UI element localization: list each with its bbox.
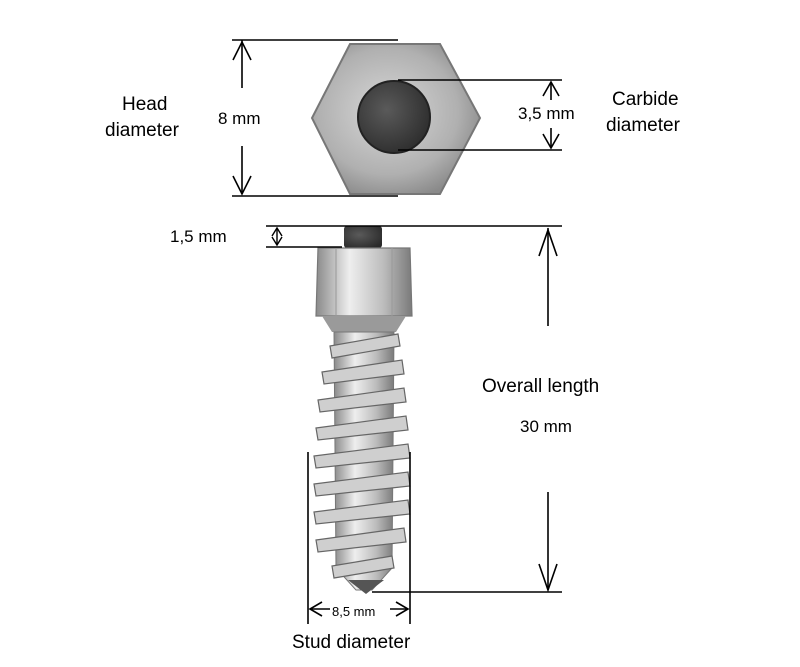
- overall-length-title: Overall length: [482, 376, 600, 397]
- carbide-diameter-dimension: [398, 79, 562, 151]
- stud-diameter-title: Stud diameter: [292, 632, 411, 653]
- stud-head-top-view: [310, 43, 482, 195]
- head-diameter-value: 8 mm: [218, 109, 261, 128]
- carbide-diameter-value: 3,5 mm: [518, 104, 575, 123]
- overall-length-value: 30 mm: [520, 417, 572, 436]
- stud-side-view: [313, 226, 413, 594]
- stud-diameter-value: 8,5 mm: [332, 604, 376, 619]
- carbide-diameter-title-line1: Carbide: [612, 89, 679, 110]
- head-diameter-title-line2: diameter: [105, 120, 179, 141]
- head-diameter-title-line1: Head: [122, 94, 168, 115]
- carbide-diameter-title-line2: diameter: [606, 115, 680, 136]
- tip-height-value: 1,5 mm: [170, 227, 227, 246]
- stud-diameter-dimension: [307, 452, 411, 624]
- tip-height-dimension: [266, 225, 562, 248]
- carbide-pin-top: [357, 80, 431, 154]
- head-diameter-dimension: [232, 39, 398, 197]
- overall-length-dimension: [372, 227, 562, 593]
